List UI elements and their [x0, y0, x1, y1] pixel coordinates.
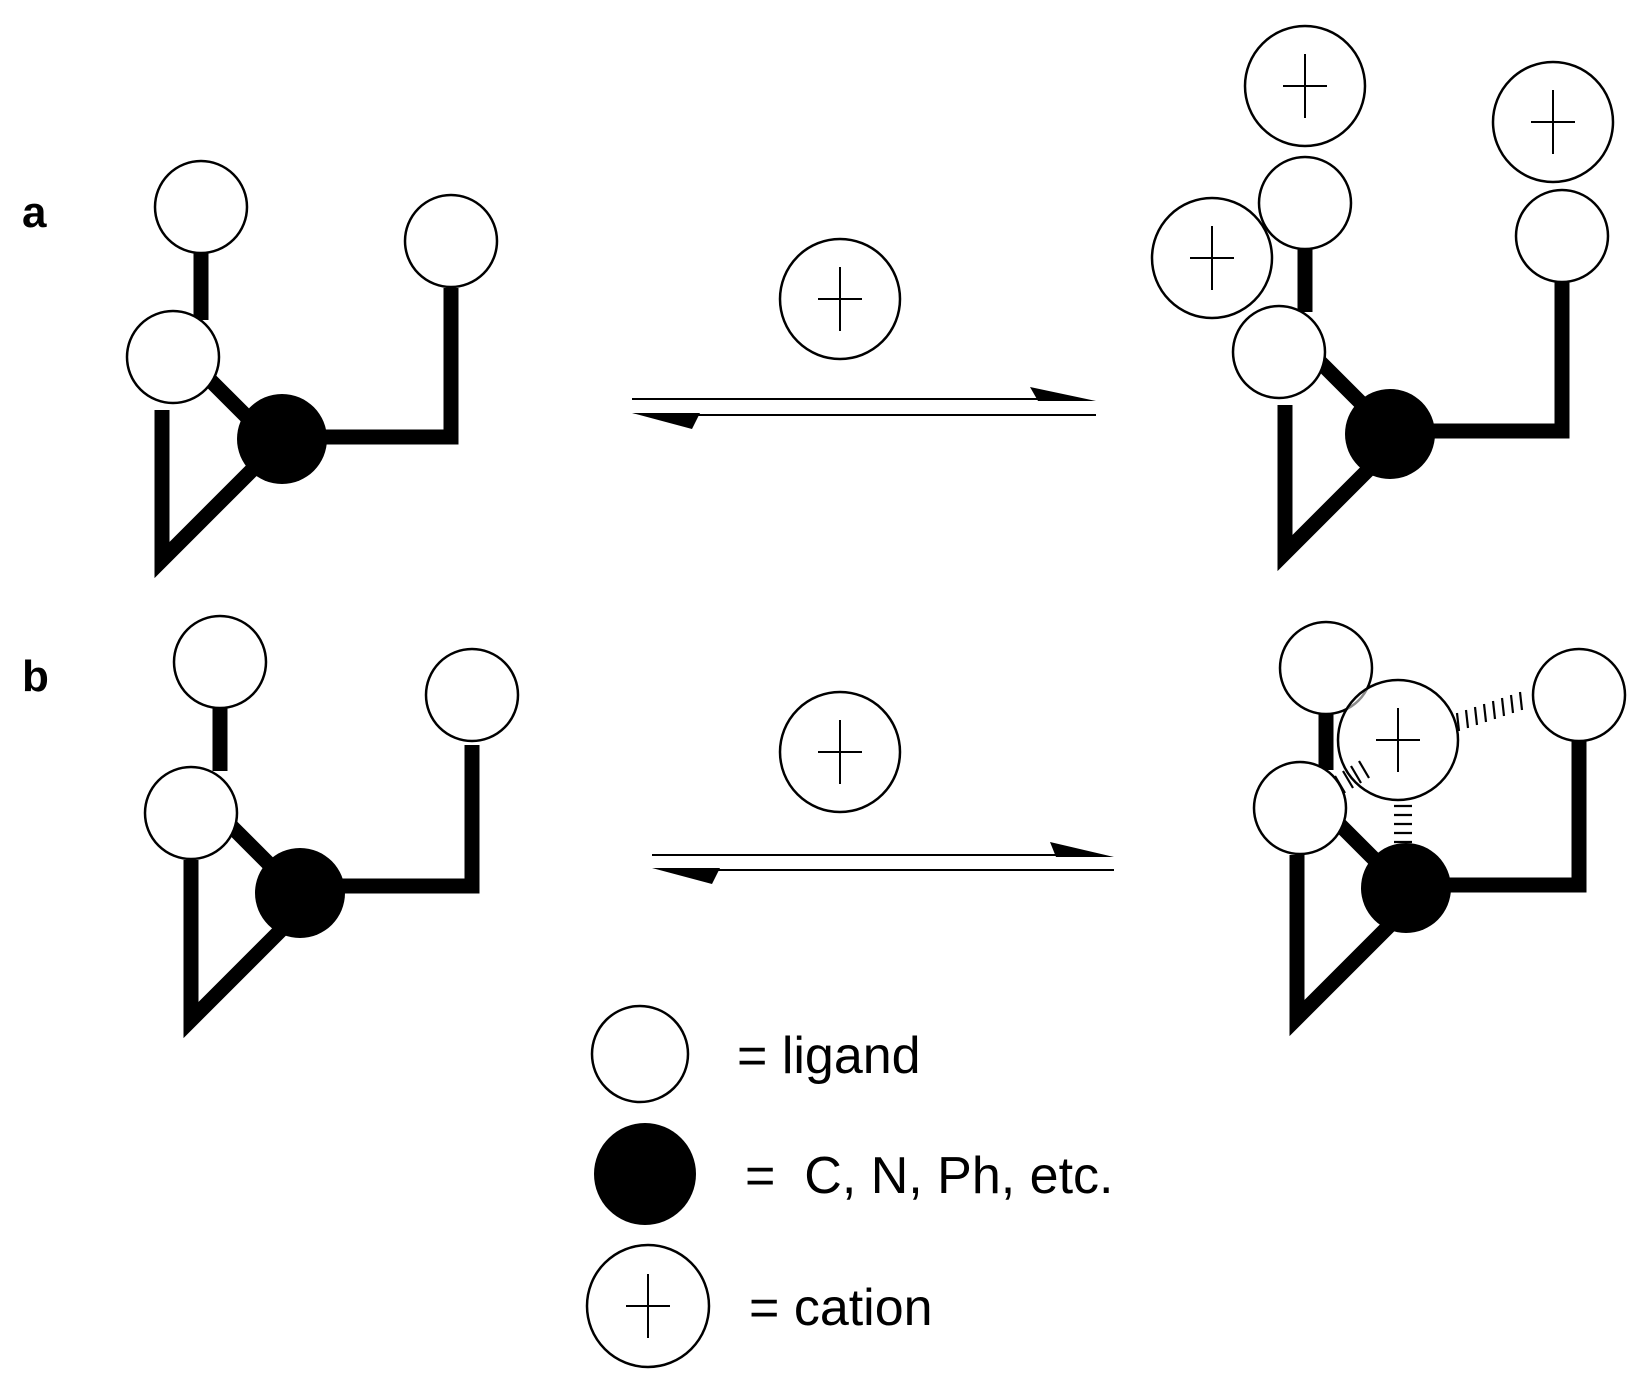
ligand-circle	[1278, 620, 1374, 716]
panel-a-complex	[1150, 24, 1615, 572]
ligand-circle	[403, 193, 499, 289]
ligand-circle	[1514, 188, 1610, 284]
panel-b-guest-cation	[778, 690, 902, 814]
ligand-circle	[172, 614, 268, 710]
panel-b-label: b	[22, 652, 49, 701]
ligand-circle	[153, 159, 249, 255]
chain-right	[300, 745, 480, 894]
legend: = ligand = C, N, Ph, etc. = cation	[585, 1004, 1113, 1369]
center-atom	[255, 848, 345, 938]
panel-b-equilibrium-arrow	[652, 842, 1114, 884]
legend-center-label: = C, N, Ph, etc.	[745, 1147, 1113, 1205]
chain-loop	[1277, 405, 1396, 572]
ligand-circle	[125, 309, 221, 405]
legend-cation-label: = cation	[749, 1279, 933, 1337]
legend-ligand-symbol	[590, 1004, 690, 1104]
ligand-circle	[1531, 647, 1627, 743]
hashed-coordination-bond	[1334, 760, 1370, 794]
panel-a-guest-cation	[778, 237, 902, 361]
forward-arrowhead	[1050, 842, 1114, 857]
chain-right	[268, 288, 459, 445]
chain-loop	[183, 860, 306, 1039]
panel-a-label: a	[22, 188, 47, 237]
panel-a-free-host	[125, 159, 499, 579]
chain-loop	[154, 410, 274, 579]
ligand-circle	[143, 765, 239, 861]
ligand-circle	[1231, 304, 1327, 400]
center-atom	[1345, 389, 1435, 479]
panel-a-equilibrium-arrow	[632, 387, 1096, 429]
reverse-arrowhead	[632, 413, 700, 429]
center-atom	[1361, 843, 1451, 933]
hashed-coordination-bond	[1455, 691, 1524, 732]
chain-right	[1390, 280, 1570, 439]
reverse-arrowhead	[652, 868, 720, 884]
panel-b-complex	[1252, 620, 1627, 1037]
center-atom	[237, 394, 327, 484]
chain-loop	[1289, 855, 1413, 1037]
ligand-circle	[424, 647, 520, 743]
legend-ligand-label: = ligand	[737, 1027, 921, 1085]
ligand-circle	[1257, 155, 1353, 251]
chain-right	[1407, 738, 1587, 893]
hashed-coordination-bond	[1394, 804, 1412, 844]
forward-arrowhead	[1030, 387, 1096, 401]
ligand-circle	[1252, 760, 1348, 856]
legend-center-symbol	[594, 1123, 696, 1225]
panel-b-free-host	[143, 614, 520, 1039]
